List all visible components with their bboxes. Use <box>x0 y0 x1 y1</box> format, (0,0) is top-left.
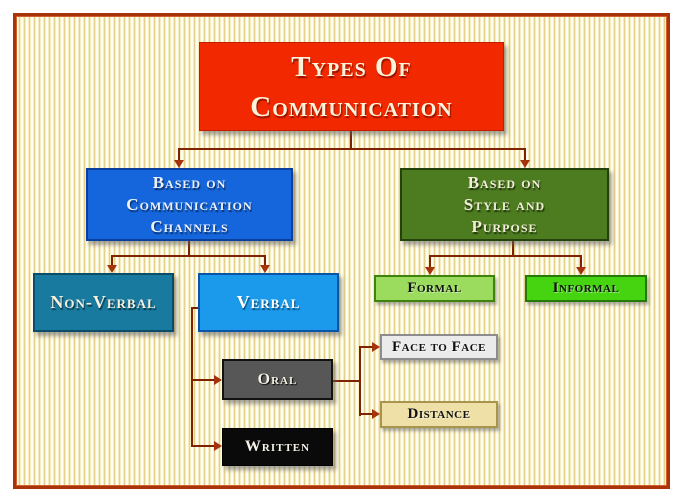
connector-branch-oral <box>191 379 215 381</box>
face-to-face-label: Face to Face <box>392 338 486 355</box>
channels-line-3: Channels <box>150 216 229 236</box>
channels-line-1: Based on <box>152 172 227 192</box>
node-written: Written <box>222 428 333 466</box>
node-oral: Oral <box>222 359 333 400</box>
node-types-of-communication: Types Of Communication <box>199 42 504 131</box>
node-face-to-face: Face to Face <box>380 334 498 360</box>
arrowhead-to-informal <box>576 267 586 275</box>
style-line-3: Purpose <box>471 216 538 236</box>
title-line-1: Types Of <box>291 50 412 83</box>
connector-channels-stem <box>188 241 190 257</box>
arrowhead-to-style <box>520 160 530 168</box>
connector-drop-channels <box>178 148 180 161</box>
style-line-1: Based on <box>467 172 542 192</box>
connector-oral-stub <box>333 380 361 382</box>
node-non-verbal: Non-Verbal <box>33 273 174 332</box>
arrowhead-to-formal <box>425 267 435 275</box>
connector-channels-crossbar <box>111 255 266 257</box>
connector-drop-informal <box>580 255 582 268</box>
connector-drop-verbal <box>264 255 266 266</box>
connector-drop-nonverbal <box>111 255 113 266</box>
node-verbal: Verbal <box>198 273 339 332</box>
arrowhead-to-written <box>214 441 222 451</box>
connector-drop-style <box>524 148 526 161</box>
connector-branch-written <box>191 445 215 447</box>
connector-title-crossbar <box>178 148 526 150</box>
connector-style-crossbar <box>429 255 582 257</box>
title-line-2: Communication <box>250 90 453 123</box>
informal-label: Informal <box>552 280 620 296</box>
node-formal: Formal <box>374 275 495 302</box>
connector-style-stem <box>512 241 514 257</box>
node-based-on-style-and-purpose: Based on Style and Purpose <box>400 168 609 241</box>
arrowhead-to-distance <box>372 409 380 419</box>
node-distance: Distance <box>380 401 498 428</box>
written-label: Written <box>244 438 311 455</box>
connector-oral-rail <box>359 346 361 416</box>
node-based-on-communication-channels: Based on Communication Channels <box>86 168 293 241</box>
verbal-label: Verbal <box>236 292 301 312</box>
arrowhead-to-nonverbal <box>107 265 117 273</box>
connector-branch-distance <box>359 413 373 415</box>
channels-line-2: Communication <box>126 194 253 214</box>
connector-verbal-rail <box>191 307 193 447</box>
connector-verbal-stub <box>191 307 199 309</box>
connector-branch-facetoface <box>359 346 373 348</box>
formal-label: Formal <box>407 280 462 296</box>
style-line-2: Style and <box>463 194 546 214</box>
node-informal: Informal <box>525 275 647 302</box>
arrowhead-to-channels <box>174 160 184 168</box>
connector-drop-formal <box>429 255 431 268</box>
oral-label: Oral <box>257 370 298 388</box>
distance-label: Distance <box>407 406 471 422</box>
connector-title-stem <box>350 131 352 150</box>
non-verbal-label: Non-Verbal <box>50 292 157 312</box>
arrowhead-to-verbal <box>260 265 270 273</box>
arrowhead-to-oral <box>214 375 222 385</box>
arrowhead-to-facetoface <box>372 342 380 352</box>
